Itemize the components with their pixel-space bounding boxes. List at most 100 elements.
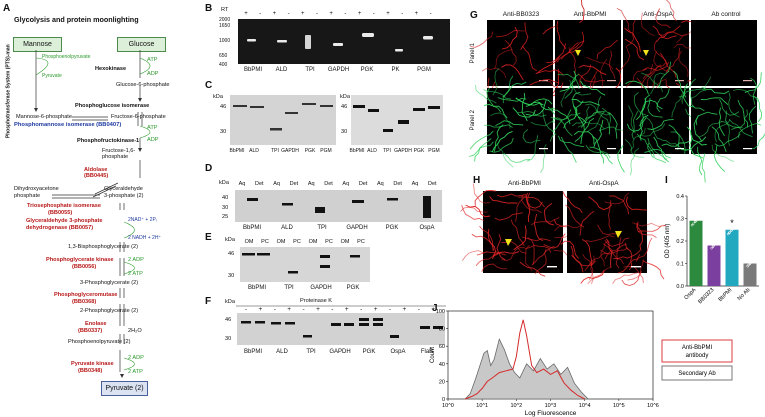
spirochete-filament <box>645 116 663 141</box>
h-image-tiles <box>460 183 667 286</box>
spirochete-filament <box>484 103 508 119</box>
spirochete-filament <box>565 204 585 228</box>
scale-bar <box>631 266 641 268</box>
spirochete-filament <box>578 65 607 76</box>
spirochete-filament <box>621 270 642 286</box>
spirochete-filament <box>604 237 622 260</box>
j-legend-box-anti-bbpmi <box>661 339 733 363</box>
i-data-point <box>751 259 755 262</box>
c-left-lane-5: PGM <box>320 148 332 154</box>
e-fraction-6: OM <box>340 239 350 245</box>
spirochete-filament <box>647 119 674 131</box>
i-data-point <box>750 259 754 263</box>
spirochete-filament <box>519 261 546 277</box>
spirochete-filament <box>501 247 525 262</box>
spirochete-filament <box>635 94 651 121</box>
d-lane-3: GAPDH <box>346 225 368 231</box>
spirochete-filament <box>525 192 531 223</box>
gapdh-line1: Glyceraldehyde 3-phosphate <box>26 218 103 224</box>
spirochete-filament <box>635 237 653 262</box>
spirochete-filament <box>661 140 690 147</box>
f-lane-5: OspA <box>390 349 406 355</box>
panel-letter-i: I <box>665 175 668 186</box>
spirochete-filament <box>544 203 555 226</box>
d-lane-5: OspA <box>419 225 435 231</box>
spirochete-filament <box>492 68 500 96</box>
spirochete-filament <box>625 196 647 211</box>
scale-bar <box>539 80 548 82</box>
d-fraction-2: Aq <box>273 181 280 187</box>
f-mark-30: 30 <box>225 336 232 342</box>
d-fraction-10: Aq <box>411 181 419 187</box>
h-title-2: Anti-OspA <box>589 180 619 187</box>
scale-bar <box>675 80 684 82</box>
gel-image <box>238 19 450 64</box>
e-fraction-7: PC <box>357 239 365 245</box>
j-y-tick-label: 60 <box>439 344 445 350</box>
e-mark-30: 30 <box>228 273 235 279</box>
g-tile-r2-c3 <box>617 61 706 176</box>
f-sign-6: - <box>331 306 334 313</box>
pgm-label: Phosphoglyceromutase <box>54 292 118 298</box>
f-lane-6: FlaB <box>420 349 434 355</box>
j-y-tick-label: 0 <box>442 397 445 403</box>
spirochete-filament <box>608 50 616 80</box>
gel-lane-0: BbPMI <box>243 67 262 73</box>
e-lane-0: BbPMI <box>247 285 266 291</box>
d-kda: kDa <box>219 180 229 186</box>
j-x-tick-label: 10^5 <box>613 403 625 409</box>
g-col-title-1: Anti-BbPMI <box>573 11 607 18</box>
rt-sign-7: - <box>344 11 347 17</box>
spirochete-filament <box>560 240 580 259</box>
spirochete-filament <box>491 130 513 153</box>
spirochete-filament <box>714 133 741 147</box>
atp2-label: ATP <box>147 125 158 131</box>
spirochete-filament <box>522 236 552 242</box>
e-mark-46: 46 <box>228 251 235 257</box>
spirochete-filament <box>549 68 560 96</box>
spirochete-filament <box>738 123 762 138</box>
j-legend-label-anti-bbpmi-1: Anti-BbPMI <box>682 345 713 351</box>
g-col-title-2: Anti-OspA <box>643 11 673 18</box>
spirochete-filament <box>701 153 706 183</box>
spirochete-filament <box>598 126 628 133</box>
g-tile-r1-c4 <box>691 20 757 86</box>
spirochete-filament <box>497 97 527 102</box>
panel-letter-c: C <box>205 80 213 91</box>
spirochete-filament <box>585 96 602 120</box>
f-mark-46: 46 <box>225 317 232 323</box>
e-fraction-3: PC <box>293 239 301 245</box>
pep-label: Phosphoenolpyruvate <box>42 54 91 60</box>
i-data-point <box>697 216 700 220</box>
j-y-tick-label: 100 <box>436 309 445 315</box>
f-lane-4: PGK <box>362 349 376 355</box>
f-sign-5: + <box>316 306 320 313</box>
atp3-label: 2 ATP <box>128 271 143 277</box>
j-series-anti-bbpmi <box>464 319 585 400</box>
spirochete-filament <box>503 153 531 163</box>
spirochete-filament <box>547 106 571 125</box>
gel-bands <box>247 33 433 52</box>
spirochete-filament <box>592 136 605 164</box>
c-blot-left <box>230 95 336 145</box>
adp3-label: 2 ADP <box>128 257 144 263</box>
f16bp-line1: Fructose-1,6- <box>102 148 136 154</box>
hexokinase-label: Hexokinase <box>95 66 127 72</box>
adp2-label: ADP <box>147 137 159 143</box>
spirochete-filament <box>496 234 506 261</box>
spirochete-filament <box>656 88 670 113</box>
spirochete-filament <box>529 78 559 86</box>
c-right-lane-4: PGK <box>413 148 425 154</box>
spirochete-filament <box>700 97 729 106</box>
spirochete-filament <box>530 217 560 226</box>
f-sign-0: - <box>244 306 248 313</box>
c-right-lane-1: ALD <box>367 148 377 154</box>
spirochete-filament <box>586 56 614 70</box>
spirochete-filament <box>670 131 686 154</box>
spirochete-filament <box>681 78 697 104</box>
spirochete-filament <box>481 263 507 272</box>
i-significance-star: * <box>730 218 734 228</box>
arrowhead-marker <box>615 231 622 238</box>
j-x-tick-label: 10^3 <box>545 403 557 409</box>
spirochete-filament <box>637 225 667 232</box>
